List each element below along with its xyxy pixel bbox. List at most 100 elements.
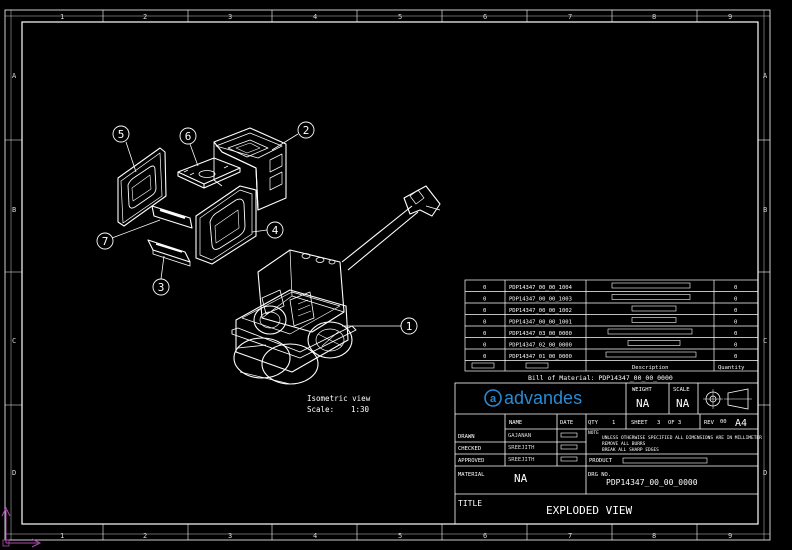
svg-text:4: 4: [272, 224, 279, 237]
balloon-5: 5: [112, 125, 130, 143]
zone-label-bottom-2: 2: [143, 532, 147, 540]
rev-value: 00: [720, 419, 727, 425]
approved-name: SREEJITH: [508, 457, 535, 463]
bom-row-3-qty: 0: [734, 308, 737, 314]
bom-row-2-part: PDP14347_00_00_1003: [509, 297, 572, 303]
scale-label: SCALE: [673, 387, 690, 393]
bom-row-6-item: 0: [483, 343, 486, 349]
bom-row-7-item: 0: [483, 354, 486, 360]
material-value: NA: [514, 472, 528, 485]
bom-row-5-part: PDP14347_03_00_0000: [509, 331, 572, 337]
balloon-6: 6: [179, 127, 197, 145]
projection-symbol-icon: [703, 388, 752, 410]
part-5-side-panel: [117, 147, 167, 227]
zone-label-right-B: B: [763, 206, 767, 214]
zone-label-bottom-4: 4: [313, 532, 317, 540]
balloon-2: 2: [297, 121, 315, 139]
zone-label-left-C: C: [12, 337, 16, 345]
zone-label-bottom-1: 1: [60, 532, 64, 540]
bom-row-5-item: 0: [483, 331, 486, 337]
sheet-border: [4, 9, 771, 541]
part-4-side-panel: [195, 185, 257, 265]
bom-row-7-qty: 0: [734, 354, 737, 360]
part-6-bracket: [177, 157, 241, 189]
scale-value: NA: [676, 397, 690, 410]
bom-row-4-part: PDP14347_00_00_1001: [509, 320, 572, 326]
zone-label-top-8: 8: [652, 13, 656, 21]
zone-label-bottom-8: 8: [652, 532, 656, 540]
bom-header-quantity: Quantity: [718, 365, 745, 371]
checked-label: CHECKED: [458, 446, 481, 452]
zone-label-bottom-7: 7: [568, 532, 572, 540]
bom-row-1-item: 0: [483, 285, 486, 291]
drg-no-value: PDP14347_00_00_0000: [606, 478, 698, 487]
zone-ticks: [5, 10, 770, 540]
qty-label: QTY: [588, 420, 599, 426]
bom-row-2-qty: 0: [734, 297, 737, 303]
balloon-1: 1: [400, 317, 418, 335]
balloon-3: 3: [152, 278, 170, 296]
svg-text:a: a: [490, 393, 497, 405]
zone-label-left-A: A: [12, 72, 17, 80]
view-scale-value: 1:30: [351, 405, 370, 414]
date-label: DATE: [560, 420, 573, 426]
view-scale-label: Scale:: [307, 405, 334, 414]
zone-label-bottom-6: 6: [483, 532, 487, 540]
svg-text:2: 2: [303, 124, 310, 137]
company-logo: a advandes: [484, 388, 582, 408]
note-line-2: REMOVE ALL BURRS: [602, 441, 646, 447]
name-label: NAME: [509, 420, 522, 426]
title-label: TITLE: [458, 499, 482, 508]
zone-label-right-A: A: [763, 72, 768, 80]
bom-row-6-part: PDP14347_02_00_0000: [509, 343, 572, 349]
bom-header-description: Description: [632, 365, 668, 371]
zone-label-top-5: 5: [398, 13, 402, 21]
ucs-axis-icon[interactable]: [1, 506, 42, 548]
company-name: advandes: [504, 388, 582, 408]
svg-text:6: 6: [185, 130, 192, 143]
zone-label-right-C: C: [763, 337, 767, 345]
product-label: PRODUCT: [589, 458, 613, 464]
zone-label-bottom-9: 9: [728, 532, 732, 540]
bom-row-4-item: 0: [483, 320, 486, 326]
bom-row-3-part: PDP14347_00_00_1002: [509, 308, 572, 314]
exploded-view-drawing: [117, 127, 441, 385]
drg-no-label: DRG NO.: [588, 472, 611, 478]
drawing-title: EXPLODED VIEW: [546, 504, 632, 517]
bom-caption: Bill of Material: PDP14347_00_00_0000: [528, 374, 673, 382]
sheet-label: SHEET: [631, 420, 648, 426]
balloon-4: 4: [266, 221, 284, 239]
bill-of-material: 0 PDP14347_00_00_1004 0 0 PDP14347_00_00…: [464, 279, 759, 382]
weight-value: NA: [636, 397, 650, 410]
title-block: a advandes WEIGHT NA SCALE NA NAME DATE …: [454, 382, 762, 525]
zone-label-bottom-5: 5: [398, 532, 402, 540]
checked-name: SREEJITH: [508, 445, 535, 451]
zone-label-bottom-3: 3: [228, 532, 232, 540]
part-3-plate: [147, 239, 191, 267]
svg-text:7: 7: [102, 235, 109, 248]
part-2-hood: [213, 127, 287, 211]
svg-text:3: 3: [158, 281, 165, 294]
weight-label: WEIGHT: [632, 387, 653, 393]
bom-row-2-item: 0: [483, 297, 486, 303]
bom-row-5-qty: 0: [734, 331, 737, 337]
zone-label-top-3: 3: [228, 13, 232, 21]
zone-label-top-6: 6: [483, 13, 487, 21]
zone-label-top-9: 9: [728, 13, 732, 21]
svg-text:5: 5: [118, 128, 125, 141]
approved-label: APPROVED: [458, 458, 485, 464]
zone-label-top-1: 1: [60, 13, 64, 21]
sheet-of-label: OF 3: [668, 420, 681, 426]
qty-value: 1: [612, 420, 615, 426]
bom-row-1-qty: 0: [734, 285, 737, 291]
note-label: NOTE: [588, 430, 599, 436]
zone-label-left-B: B: [12, 206, 16, 214]
balloon-7: 7: [96, 232, 114, 250]
bom-row-7-part: PDP14347_01_00_0000: [509, 354, 572, 360]
bom-row-1-part: PDP14347_00_00_1004: [509, 285, 573, 291]
svg-text:1: 1: [406, 320, 413, 333]
leader-lines: [111, 133, 401, 327]
part-7-decal: [151, 205, 193, 229]
rev-label: REV: [704, 420, 715, 426]
